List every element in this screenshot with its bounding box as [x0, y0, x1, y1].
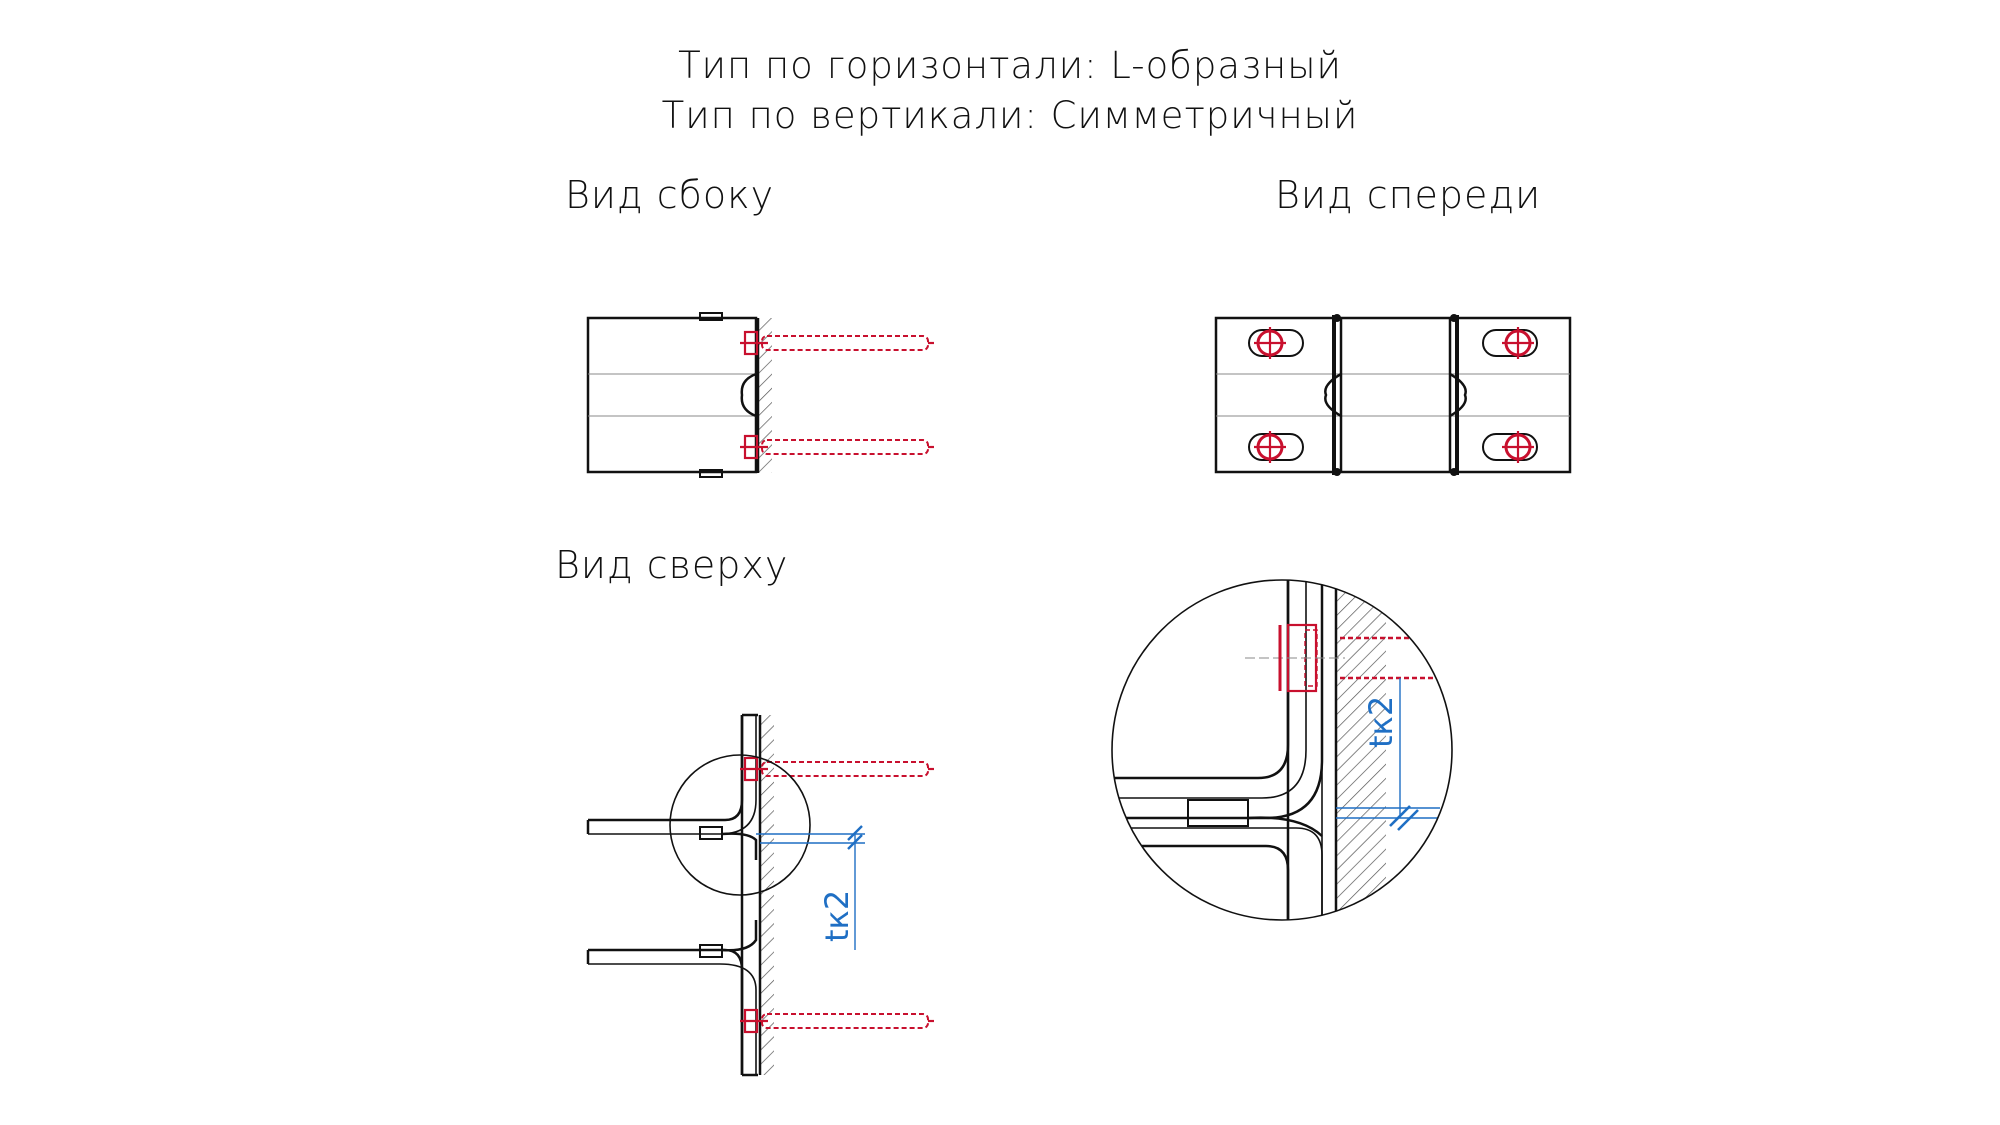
front-bolt-br	[1482, 431, 1538, 463]
title-line-1: Тип по горизонтали: L-образный	[678, 44, 1342, 87]
side-view-label: Вид сбоку	[565, 173, 774, 217]
top-bolt-lower	[740, 1008, 934, 1034]
front-view-drawing	[1214, 314, 1572, 476]
side-bolt-top	[740, 330, 934, 356]
detail-circle-border	[1111, 579, 1453, 921]
top-bolt-upper	[740, 756, 934, 782]
top-view-label: Вид сверху	[555, 543, 788, 587]
title-line-2: Тип по вертикали: Симметричный	[662, 94, 1359, 137]
top-view-drawing: tк2	[586, 713, 934, 1077]
detail-dimension-label: tк2	[1362, 696, 1400, 748]
top-dimension	[756, 825, 865, 950]
top-dimension-label: tк2	[818, 890, 856, 942]
side-view-drawing	[586, 312, 934, 478]
front-bolt-bl	[1248, 431, 1304, 463]
side-bolt-bottom	[740, 434, 934, 460]
front-bolt-tr	[1482, 327, 1538, 359]
front-view-label: Вид спереди	[1275, 173, 1541, 217]
front-bolt-tl	[1248, 327, 1304, 359]
detail-view-drawing: tк2	[1111, 579, 1453, 921]
detail-reference-circle	[669, 754, 811, 896]
